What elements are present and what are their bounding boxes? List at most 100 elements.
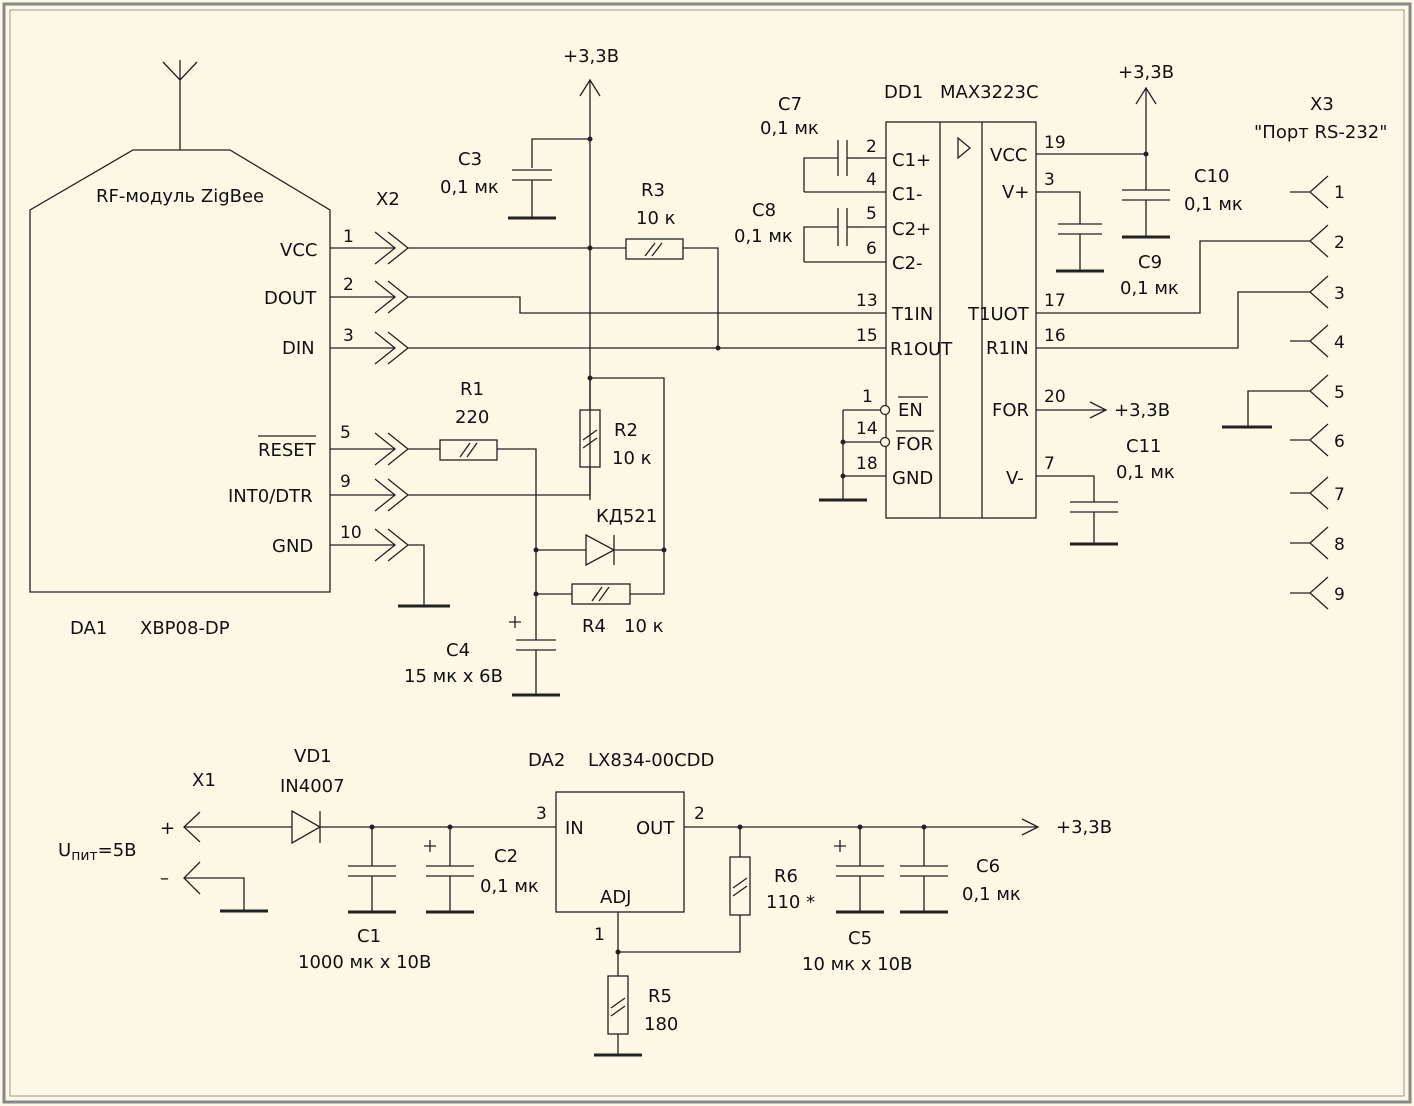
module-pin-din: DIN xyxy=(282,338,315,359)
svg-text:X3: X3 xyxy=(1310,94,1334,115)
svg-text:MAX3223C: MAX3223C xyxy=(940,82,1039,103)
module-pin-reset: RESET xyxy=(258,440,317,461)
svg-text:EN: EN xyxy=(898,400,923,421)
svg-text:20: 20 xyxy=(1044,387,1066,407)
svg-text:C2+: C2+ xyxy=(892,219,931,240)
svg-text:C4: C4 xyxy=(446,640,470,661)
svg-text:0,1 мк: 0,1 мк xyxy=(1120,278,1179,299)
svg-text:R4: R4 xyxy=(582,616,606,637)
cap-c3: C3 0,1 мк xyxy=(440,138,590,220)
cap-c10: C10 0,1 мк xyxy=(1122,166,1243,239)
inner-frame xyxy=(9,9,1405,1097)
svg-text:T1UOT: T1UOT xyxy=(967,304,1030,325)
svg-text:3: 3 xyxy=(343,326,354,346)
svg-text:IN4007: IN4007 xyxy=(280,776,345,797)
svg-text:ADJ: ADJ xyxy=(600,887,631,908)
svg-text:3: 3 xyxy=(536,804,547,824)
svg-text:6: 6 xyxy=(1334,432,1345,452)
svg-text:GND: GND xyxy=(892,468,933,489)
svg-text:+3,3В: +3,3В xyxy=(1114,400,1170,421)
svg-text:10: 10 xyxy=(340,523,362,543)
svg-text:R3: R3 xyxy=(641,180,665,201)
svg-text:5: 5 xyxy=(1334,383,1345,403)
svg-text:0,1 мк: 0,1 мк xyxy=(962,884,1021,905)
svg-text:15: 15 xyxy=(856,326,878,346)
svg-text:1: 1 xyxy=(1334,183,1345,203)
svg-text:C3: C3 xyxy=(458,149,482,170)
x2-label: X2 xyxy=(376,189,400,210)
svg-text:6: 6 xyxy=(866,239,877,259)
svg-text:7: 7 xyxy=(1334,485,1345,505)
module-pin-vcc: VCC xyxy=(280,240,317,261)
svg-text:"Порт RS-232": "Порт RS-232" xyxy=(1254,122,1388,143)
svg-text:C9: C9 xyxy=(1138,252,1162,273)
svg-text:R5: R5 xyxy=(648,986,672,1007)
svg-text:17: 17 xyxy=(1044,291,1066,311)
svg-text:R1: R1 xyxy=(460,379,484,400)
supply-top-label: +3,3В xyxy=(563,46,619,67)
svg-text:3: 3 xyxy=(1334,284,1345,304)
svg-text:10 к: 10 к xyxy=(612,448,652,469)
ic-dd1: DD1 MAX3223C C1+ C1- C2+ C2- T1IN R1OUT … xyxy=(856,82,1066,519)
svg-text:0,1 мк: 0,1 мк xyxy=(1184,194,1243,215)
cap-c5: C5 10 мк х 10В xyxy=(802,824,912,975)
svg-text:0,1 мк: 0,1 мк xyxy=(760,118,819,139)
connector-x3: X3 "Порт RS-232" 1 2 3 4 5 6 7 8 9 xyxy=(1222,94,1388,610)
svg-text:Uпит=5В: Uпит=5В xyxy=(58,840,137,864)
cap-c8: C8 0,1 мк xyxy=(734,200,860,262)
svg-text:0,1 мк: 0,1 мк xyxy=(440,177,499,198)
svg-text:10 к: 10 к xyxy=(624,616,664,637)
module-pin-dout: DOUT xyxy=(264,288,317,309)
svg-text:7: 7 xyxy=(1044,454,1055,474)
svg-text:5: 5 xyxy=(866,204,877,224)
svg-text:C5: C5 xyxy=(848,928,872,949)
cap-c7: C7 0,1 мк xyxy=(760,94,860,192)
module-title: RF-модуль ZigBee xyxy=(96,186,264,207)
svg-text:2: 2 xyxy=(866,137,877,157)
svg-text:C1-: C1- xyxy=(892,184,923,205)
svg-text:R1IN: R1IN xyxy=(986,338,1029,359)
svg-text:13: 13 xyxy=(856,291,878,311)
svg-text:R2: R2 xyxy=(614,420,638,441)
resistor-r2: R2 10 к xyxy=(579,375,652,469)
svg-text:0,1 мк: 0,1 мк xyxy=(480,876,539,897)
diode-kd521: КД521 xyxy=(533,506,667,567)
connector-x2: X2 1 2 3 5 9 10 xyxy=(330,189,410,562)
svg-text:14: 14 xyxy=(856,419,878,439)
svg-text:15 мк х 6В: 15 мк х 6В xyxy=(404,666,503,687)
svg-text:4: 4 xyxy=(1334,333,1345,353)
svg-text:КД521: КД521 xyxy=(596,506,657,527)
rf-module: RF-модуль ZigBee DA1 XBP08-DP VCC DOUT D… xyxy=(29,60,331,639)
svg-text:V+: V+ xyxy=(1002,182,1029,203)
svg-text:C8: C8 xyxy=(752,200,776,221)
svg-text:18: 18 xyxy=(856,454,878,474)
svg-text:–: – xyxy=(160,868,169,889)
resistor-r5: R5 180 xyxy=(594,912,678,1057)
resistor-r4: R4 10 к xyxy=(533,583,665,637)
ic-da2: DA2 LX834-00CDD IN OUT ADJ 3 2 1 xyxy=(528,750,714,945)
svg-text:V-: V- xyxy=(1006,468,1024,489)
svg-text:DD1: DD1 xyxy=(884,82,923,103)
svg-text:4: 4 xyxy=(866,170,877,190)
svg-text:3: 3 xyxy=(1044,170,1055,190)
svg-text:C1: C1 xyxy=(357,926,381,947)
svg-text:C2: C2 xyxy=(494,846,518,867)
svg-text:9: 9 xyxy=(340,472,351,492)
svg-text:0,1 мк: 0,1 мк xyxy=(1116,462,1175,483)
svg-text:C11: C11 xyxy=(1126,436,1161,457)
module-part: XBP08-DP xyxy=(140,618,230,639)
svg-text:5: 5 xyxy=(340,423,351,443)
svg-text:IN: IN xyxy=(565,818,584,839)
svg-text:10 к: 10 к xyxy=(636,208,676,229)
svg-text:16: 16 xyxy=(1044,326,1066,346)
svg-text:19: 19 xyxy=(1044,133,1066,153)
svg-text:VD1: VD1 xyxy=(294,746,332,767)
cap-c9: C9 0,1 мк xyxy=(1036,191,1179,299)
svg-text:VCC: VCC xyxy=(990,145,1027,166)
svg-text:R6: R6 xyxy=(774,866,798,887)
diode-vd1: VD1 IN4007 xyxy=(280,746,556,845)
cap-c2: C2 0,1 мк xyxy=(424,824,539,914)
resistor-r6: R6 110 * xyxy=(618,824,815,953)
svg-text:+3,3В: +3,3В xyxy=(1118,62,1174,83)
